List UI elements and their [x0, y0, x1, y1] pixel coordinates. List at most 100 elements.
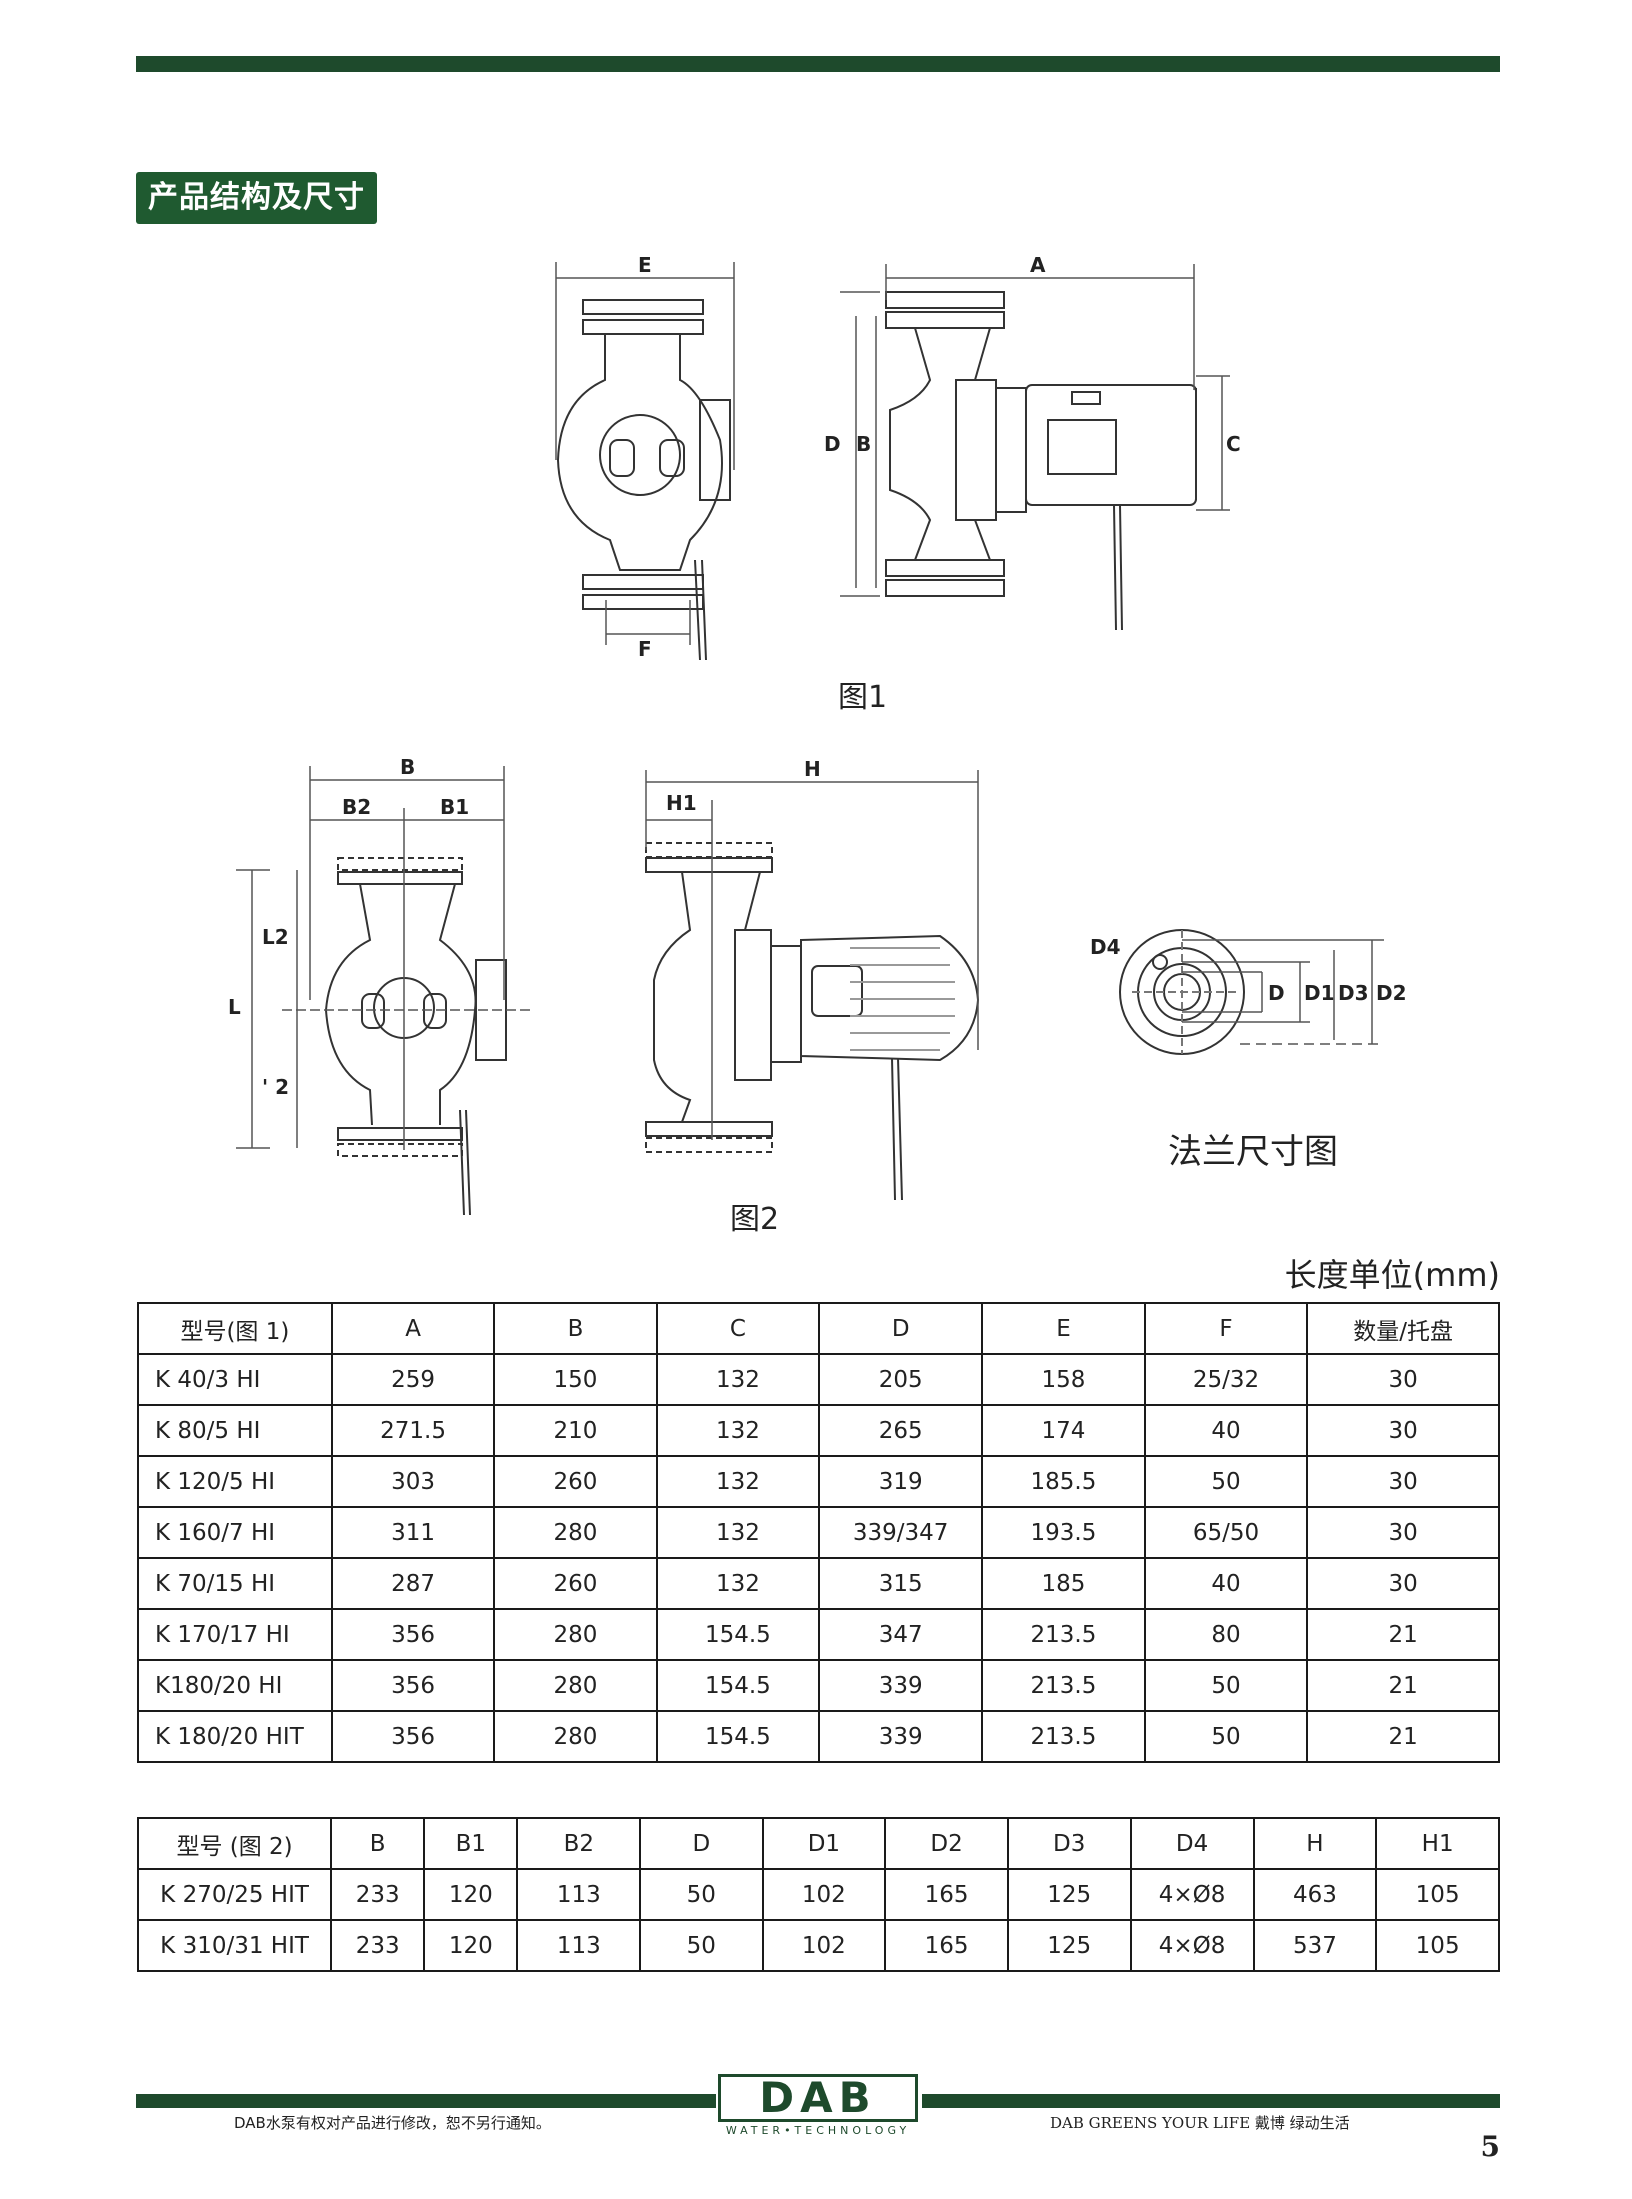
value-cell: 339	[818, 1710, 984, 1763]
value-cell: 287	[330, 1557, 496, 1610]
value-cell: 132	[655, 1506, 821, 1559]
value-cell: 21	[1306, 1608, 1500, 1661]
value-cell: 132	[655, 1404, 821, 1457]
value-cell: 154.5	[655, 1710, 821, 1763]
fig1-label-B: B	[856, 432, 871, 456]
model-cell: K 310/31 HIT	[136, 1919, 333, 1972]
column-header: A	[330, 1302, 496, 1355]
value-cell: 158	[981, 1353, 1146, 1406]
value-cell: 132	[655, 1353, 821, 1406]
value-cell: 311	[330, 1506, 496, 1559]
flange-label-D1: D1	[1304, 981, 1335, 1005]
column-header: E	[981, 1302, 1146, 1355]
value-cell: 125	[1006, 1868, 1132, 1921]
value-cell: 265	[818, 1404, 984, 1457]
fig2-front-view	[324, 857, 507, 1216]
value-cell: 165	[884, 1919, 1009, 1972]
value-cell: 213.5	[981, 1710, 1146, 1763]
value-cell: 259	[330, 1353, 496, 1406]
value-cell: 339/347	[818, 1506, 984, 1559]
value-cell: 50	[1143, 1659, 1309, 1712]
value-cell: 356	[330, 1710, 496, 1763]
model-cell: K 170/17 HI	[137, 1608, 333, 1661]
value-cell: 260	[493, 1557, 658, 1610]
value-cell: 233	[330, 1868, 426, 1921]
value-cell: 174	[981, 1404, 1146, 1457]
flange-label-D2: D2	[1376, 981, 1407, 1005]
value-cell: 50	[1143, 1455, 1309, 1508]
column-header: D	[818, 1302, 984, 1355]
flange-label-D3: D3	[1338, 981, 1369, 1005]
value-cell: 102	[761, 1919, 887, 1972]
dab-logo: DAB WATER•TECHNOLOGY	[718, 2074, 918, 2137]
fig1-caption: 图1	[838, 680, 888, 715]
value-cell: 21	[1306, 1710, 1500, 1763]
value-cell: 65/50	[1143, 1506, 1309, 1559]
column-header-model: 型号(图 1)	[137, 1302, 333, 1355]
value-cell: 50	[639, 1919, 764, 1972]
flange-drawing	[1119, 929, 1245, 1055]
fig2-side-view	[645, 842, 980, 1201]
section-title: 产品结构及尺寸	[136, 172, 377, 224]
value-cell: 25/32	[1143, 1353, 1309, 1406]
column-header: H	[1252, 1817, 1378, 1870]
logo-subtitle: WATER•TECHNOLOGY	[725, 2124, 911, 2137]
value-cell: 165	[884, 1868, 1009, 1921]
value-cell: 30	[1306, 1353, 1500, 1406]
value-cell: 113	[516, 1868, 642, 1921]
footer-disclaimer: DAB水泵有权对产品进行修改，恕不另行通知。	[234, 2114, 551, 2132]
value-cell: 50	[1143, 1710, 1309, 1763]
column-header: B1	[423, 1817, 519, 1870]
fig1-label-D: D	[824, 432, 841, 456]
logo-text: DAB	[718, 2074, 918, 2122]
fig1-label-C: C	[1226, 432, 1241, 456]
value-cell: 120	[423, 1919, 519, 1972]
column-header: C	[655, 1302, 821, 1355]
value-cell: 280	[493, 1710, 658, 1763]
value-cell: 185.5	[981, 1455, 1146, 1508]
value-cell: 105	[1375, 1919, 1500, 1972]
fig1-label-F: F	[638, 637, 652, 661]
column-header: 数量/托盘	[1306, 1302, 1500, 1355]
value-cell: 280	[493, 1659, 658, 1712]
value-cell: 271.5	[330, 1404, 496, 1457]
value-cell: 315	[818, 1557, 984, 1610]
fig2-label-H: H	[804, 757, 821, 781]
fig1-label-A: A	[1030, 253, 1046, 277]
unit-label: 长度单位(mm)	[1284, 1256, 1500, 1294]
value-cell: 154.5	[655, 1659, 821, 1712]
fig2-label-B1: B1	[440, 795, 469, 819]
value-cell: 132	[655, 1455, 821, 1508]
technical-drawings: E F A D B C B B2 B1 L L2 ' 2 H H1 D4 D D…	[228, 253, 1407, 1216]
model-cell: K 80/5 HI	[137, 1404, 333, 1457]
value-cell: 30	[1306, 1455, 1500, 1508]
fig1-front-view	[556, 299, 731, 661]
value-cell: 260	[493, 1455, 658, 1508]
footer-slogan: DAB GREENS YOUR LIFE 戴博 绿动生活	[1050, 2114, 1350, 2132]
column-header: F	[1143, 1302, 1309, 1355]
model-cell: K 40/3 HI	[137, 1353, 333, 1406]
fig1-side-view	[885, 291, 1197, 631]
value-cell: 102	[761, 1868, 887, 1921]
value-cell: 280	[493, 1608, 658, 1661]
value-cell: 4×Ø8	[1129, 1919, 1255, 1972]
value-cell: 4×Ø8	[1129, 1868, 1255, 1921]
column-header: D	[639, 1817, 764, 1870]
value-cell: 463	[1252, 1868, 1378, 1921]
model-cell: K 180/20 HIT	[137, 1710, 333, 1763]
fig2-label-B2: B2	[342, 795, 371, 819]
column-header-model: 型号 (图 2)	[136, 1817, 333, 1870]
value-cell: 213.5	[981, 1608, 1146, 1661]
flange-label-D4: D4	[1090, 935, 1121, 959]
